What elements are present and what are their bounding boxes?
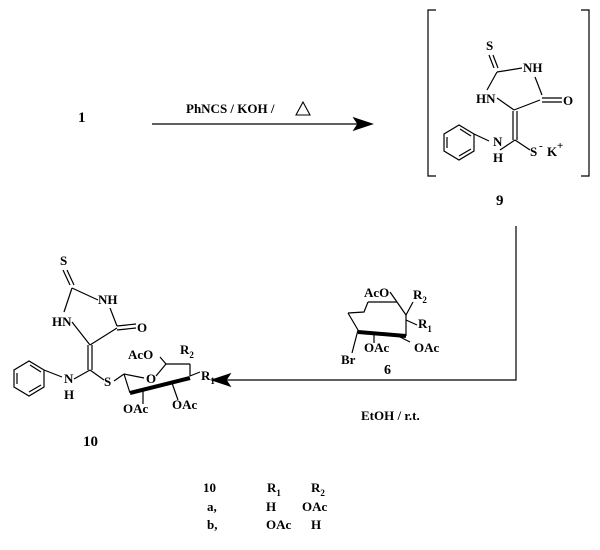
- compound-label-6: 6: [384, 363, 391, 378]
- atom-thiolate-s: S: [530, 144, 537, 159]
- intermediate-label-9: 9: [496, 193, 504, 209]
- reaction-arrow-2-head: [210, 372, 232, 388]
- atom-exo-n: N: [493, 134, 503, 149]
- product-label-10: 10: [83, 434, 98, 450]
- atom-oac-left-10: OAc: [123, 401, 149, 416]
- left-bracket: [427, 9, 436, 177]
- table-row-a-label: a,: [207, 499, 217, 514]
- atom-br-6: Br: [341, 352, 356, 367]
- atom-r1-10: R1: [201, 368, 215, 386]
- phenyl-ring-9: [443, 124, 475, 161]
- atom-carbonyl-o-10: O: [137, 320, 147, 335]
- atom-ring-nh: NH: [523, 60, 543, 75]
- product-10-structure: S NH O HN N H S O AcO R2 R1: [13, 253, 215, 416]
- table-row-a-r2: OAc: [302, 499, 328, 514]
- atom-carbonyl-o: O: [563, 93, 573, 108]
- substituent-table: 10 R1 R2 a, H OAc b, OAc H: [203, 480, 328, 532]
- reaction-arrow-1-head: [352, 116, 374, 132]
- atom-ring-nh-10: NH: [98, 292, 118, 307]
- atom-thione-s-10: S: [60, 253, 67, 268]
- atom-r1-6: R1: [418, 316, 432, 334]
- charge-minus: -: [539, 140, 543, 152]
- atom-ring-hn: HN: [476, 91, 496, 106]
- table-row-b-r1: OAc: [266, 517, 292, 532]
- phenyl-ring-10: [13, 360, 45, 397]
- right-bracket: [581, 9, 590, 177]
- atom-r2-10: R2: [180, 342, 194, 360]
- atom-ring-o-10: O: [146, 371, 156, 386]
- atom-oac-right-6: OAc: [414, 340, 440, 355]
- table-row-b-r2: H: [311, 517, 321, 532]
- intermediate-9-structure: S NH O HN N H S - K +: [443, 38, 573, 165]
- charge-plus: +: [557, 140, 563, 152]
- table-header-r2: R2: [311, 480, 325, 498]
- counterion-k: K: [547, 144, 558, 159]
- reaction-2-conditions: EtOH / r.t.: [361, 408, 420, 423]
- atom-r2-6: R2: [413, 287, 427, 305]
- atom-oac-left-6: OAc: [364, 340, 390, 355]
- heat-delta-symbol: [295, 100, 311, 116]
- reactant-label-1: 1: [78, 110, 86, 126]
- reaction-1-reagents: PhNCS / KOH /: [186, 101, 275, 116]
- reaction-arrow-2: [226, 226, 517, 381]
- atom-exo-h-10: H: [64, 387, 74, 402]
- table-header-compound: 10: [203, 480, 216, 495]
- atom-ring-hn-10: HN: [52, 314, 72, 329]
- atom-exo-n-10: N: [64, 371, 74, 386]
- table-row-a-r1: H: [266, 499, 276, 514]
- atom-aco-6: AcO: [364, 285, 389, 300]
- atom-thione-s: S: [486, 38, 493, 53]
- atom-exo-h: H: [493, 150, 503, 165]
- table-row-b-label: b,: [207, 517, 217, 532]
- atom-oac-right-10: OAc: [172, 397, 198, 412]
- glycosyl-bromide-6-structure: AcO R2 R1 Br OAc OAc: [341, 285, 440, 367]
- table-header-r1: R1: [267, 480, 281, 498]
- atom-aco-10: AcO: [128, 347, 153, 362]
- atom-thioether-s-10: S: [104, 374, 111, 389]
